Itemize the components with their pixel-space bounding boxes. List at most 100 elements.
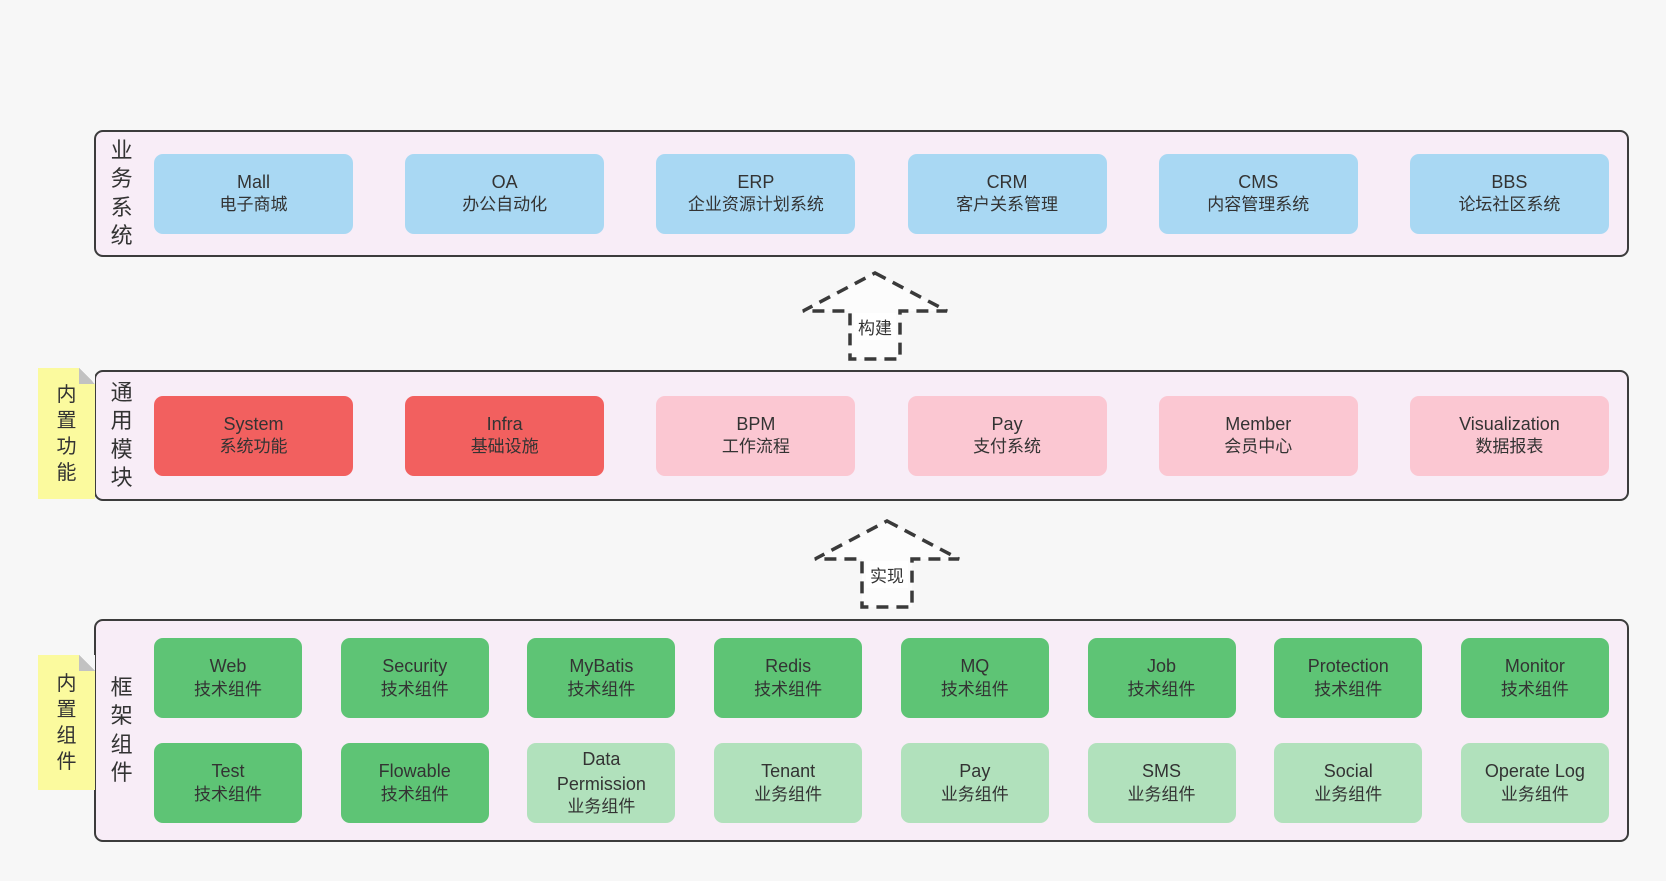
box-system: System 系统功能 <box>154 395 353 476</box>
box-title: BBS <box>1491 171 1528 192</box>
band-business-systems: 业务系统 Mall 电子商城 OA 办公自动化 ERP 企业资源计划系统 CRM… <box>94 130 1629 257</box>
box-title: Web <box>209 656 247 677</box>
box-title: Job <box>1147 656 1177 677</box>
box-subtitle: 技术组件 <box>194 679 262 699</box>
box-subtitle: 技术组件 <box>380 784 449 804</box>
box-test: Test 技术组件 <box>154 743 302 823</box>
box-cms: CMS 内容管理系统 <box>1158 153 1358 234</box>
box-monitor: Monitor 技术组件 <box>1460 638 1609 718</box>
box-subtitle: 业务组件 <box>754 784 823 804</box>
box-subtitle: 技术组件 <box>1127 679 1196 699</box>
box-subtitle: 技术组件 <box>1314 679 1383 699</box>
box-subtitle: 内容管理系统 <box>1207 195 1310 215</box>
box-title: Redis <box>765 656 812 677</box>
box-subtitle: 业务组件 <box>1314 784 1383 804</box>
box-title: Security <box>382 656 448 677</box>
box-title: Social <box>1323 761 1373 782</box>
box-subtitle: 电子商城 <box>219 195 288 215</box>
box-operate-log: Operate Log 业务组件 <box>1460 743 1609 823</box>
box-redis: Redis 技术组件 <box>714 638 863 718</box>
box-subtitle: 技术组件 <box>380 679 449 699</box>
box-title: Flowable <box>378 761 451 782</box>
box-security: Security 技术组件 <box>340 638 489 718</box>
arrow-label: 实现 <box>866 561 908 588</box>
box-subtitle: 论坛社区系统 <box>1458 195 1561 215</box>
box-row: Web 技术组件 Security 技术组件 MyBatis 技术组件 Redi… <box>154 638 1609 718</box>
box-mq: MQ 技术组件 <box>900 638 1049 718</box>
band-label: 业务系统 <box>110 137 133 249</box>
box-social: Social 业务组件 <box>1274 743 1423 823</box>
sticky-note-built-in-features: 内置功能 <box>38 368 95 499</box>
note-text: 内置组件 <box>56 672 77 773</box>
box-subtitle: 业务组件 <box>940 784 1009 804</box>
box-flowable: Flowable 技术组件 <box>340 743 489 823</box>
box-crm: CRM 客户关系管理 <box>907 153 1107 234</box>
box-data-permission: Data Permission 业务组件 <box>527 743 676 823</box>
box-title: Tenant <box>761 761 816 782</box>
box-title: Operate Log <box>1484 761 1585 782</box>
box-infra: Infra 基础设施 <box>405 395 605 476</box>
arrow-label: 构建 <box>854 313 896 340</box>
box-title: System <box>223 413 284 434</box>
box-title: Pay <box>959 761 991 782</box>
box-erp: ERP 企业资源计划系统 <box>656 153 856 234</box>
box-member: Member 会员中心 <box>1158 395 1358 476</box>
box-tenant: Tenant 业务组件 <box>714 743 863 823</box>
box-title: Member <box>1225 413 1292 434</box>
box-subtitle: 业务组件 <box>567 796 636 816</box>
box-subtitle: 业务组件 <box>1127 784 1196 804</box>
box-subtitle: 技术组件 <box>940 679 1009 699</box>
box-row: Mall 电子商城 OA 办公自动化 ERP 企业资源计划系统 CRM 客户关系… <box>154 153 1609 234</box>
box-row: System 系统功能 Infra 基础设施 BPM 工作流程 Pay 支付系统… <box>154 395 1609 476</box>
box-title: CMS <box>1238 171 1279 192</box>
box-subtitle: 工作流程 <box>721 437 790 457</box>
box-sms: SMS 业务组件 <box>1087 743 1236 823</box>
box-title: Test <box>211 761 245 782</box>
box-subtitle: 技术组件 <box>1500 679 1569 699</box>
box-title: ERP <box>737 171 775 192</box>
box-title: Monitor <box>1504 656 1565 677</box>
box-subtitle: 技术组件 <box>567 679 636 699</box>
box-subtitle: 系统功能 <box>219 437 288 457</box>
sticky-note-built-in-components: 内置组件 <box>38 655 95 790</box>
box-web: Web 技术组件 <box>154 638 302 718</box>
box-job: Job 技术组件 <box>1087 638 1236 718</box>
box-title: OA <box>491 171 518 192</box>
box-title: SMS <box>1142 761 1182 782</box>
box-title: BPM <box>736 413 776 434</box>
box-pay-system: Pay 支付系统 <box>907 395 1107 476</box>
box-title: MQ <box>960 656 990 677</box>
box-bbs: BBS 论坛社区系统 <box>1409 153 1609 234</box>
box-mall: Mall 电子商城 <box>154 153 353 234</box>
band-framework-components: 框架组件 Web 技术组件 Security 技术组件 MyBatis 技术组件… <box>94 619 1629 842</box>
band-label: 框架组件 <box>110 674 133 786</box>
box-title: MyBatis <box>569 656 634 677</box>
box-pay-component: Pay 业务组件 <box>900 743 1049 823</box>
build-arrow: 构建 <box>800 270 950 362</box>
band-common-modules: 通用模块 System 系统功能 Infra 基础设施 BPM 工作流程 Pay… <box>94 370 1629 501</box>
box-row: Test 技术组件 Flowable 技术组件 Data Permission … <box>154 743 1609 823</box>
folded-corner-icon <box>79 368 95 384</box>
box-subtitle: 技术组件 <box>194 784 262 804</box>
box-subtitle: 客户关系管理 <box>956 195 1059 215</box>
note-text: 内置功能 <box>56 383 77 484</box>
box-visualization: Visualization 数据报表 <box>1409 395 1609 476</box>
folded-corner-icon <box>79 655 95 671</box>
box-subtitle: 企业资源计划系统 <box>687 195 824 215</box>
box-title: Mall <box>236 171 270 192</box>
box-title: Infra <box>486 413 523 434</box>
box-subtitle: 数据报表 <box>1475 437 1544 457</box>
box-bpm: BPM 工作流程 <box>656 395 856 476</box>
box-title: CRM <box>986 171 1028 192</box>
box-oa: OA 办公自动化 <box>405 153 605 234</box>
box-subtitle: 技术组件 <box>754 679 823 699</box>
box-title: Data Permission <box>556 749 646 794</box>
box-mybatis: MyBatis 技术组件 <box>527 638 676 718</box>
box-title: Pay <box>991 413 1023 434</box>
band-label: 通用模块 <box>110 379 133 491</box>
box-title: Visualization <box>1459 413 1560 434</box>
box-protection: Protection 技术组件 <box>1274 638 1423 718</box>
box-rows: Web 技术组件 Security 技术组件 MyBatis 技术组件 Redi… <box>154 638 1609 823</box>
box-subtitle: 支付系统 <box>973 437 1042 457</box>
